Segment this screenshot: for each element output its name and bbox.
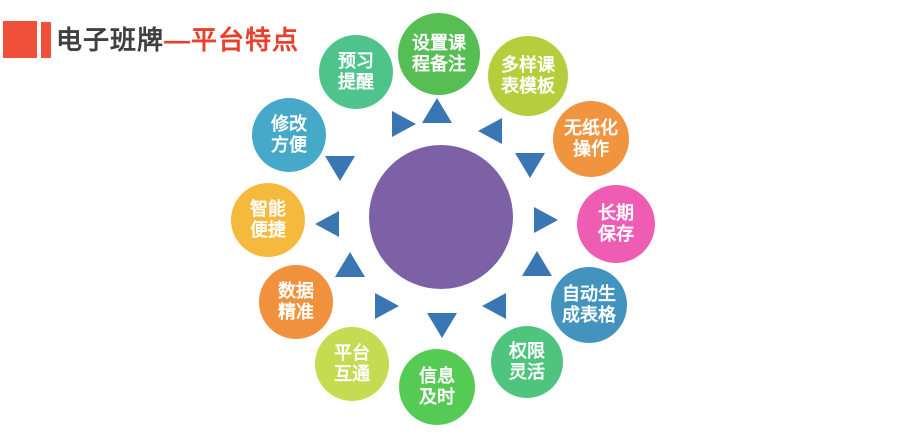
connector-arrow-down xyxy=(325,155,355,181)
feature-node-platform-interoperability: 平台互通 xyxy=(315,327,389,401)
feature-node-label-line: 平台 xyxy=(334,343,370,363)
feature-node-paperless-operation: 无纸化操作 xyxy=(553,101,629,177)
page-title-accent: —平台特点 xyxy=(164,25,300,55)
feature-node-label-line: 精准 xyxy=(278,302,314,322)
feature-node-label-line: 信息 xyxy=(419,366,455,386)
page-title: 电子班牌—平台特点 xyxy=(56,20,299,60)
feature-node-label-line: 预习 xyxy=(338,51,374,71)
feature-node-label-line: 操作 xyxy=(573,139,609,159)
title-accent-square xyxy=(3,21,37,58)
feature-node-long-term-storage: 长期保存 xyxy=(577,185,655,263)
connector-arrow-right xyxy=(534,207,558,233)
feature-node-set-course-notes: 设置课程备注 xyxy=(398,13,480,95)
connector-arrow-up xyxy=(422,97,452,123)
connector-arrow-down xyxy=(515,152,545,178)
connector-arrow-left xyxy=(482,293,506,319)
feature-node-label-line: 智能 xyxy=(250,199,286,219)
feature-node-label-line: 方便 xyxy=(271,135,307,155)
feature-node-label-line: 权限 xyxy=(509,341,545,361)
feature-node-label-line: 便捷 xyxy=(250,220,286,240)
feature-node-label-line: 成表格 xyxy=(562,305,616,325)
feature-node-label-line: 无纸化 xyxy=(564,118,618,138)
feature-node-preview-reminder: 预习提醒 xyxy=(319,35,393,109)
feature-node-easy-modification: 修改方便 xyxy=(252,98,326,172)
page-title-primary: 电子班牌 xyxy=(56,25,165,55)
feature-node-label-line: 灵活 xyxy=(509,362,545,382)
feature-node-label-line: 表模板 xyxy=(501,76,555,96)
feature-node-label-line: 数据 xyxy=(278,281,314,301)
connector-arrow-left xyxy=(478,118,502,144)
connector-arrow-up xyxy=(522,250,552,276)
feature-node-label-line: 及时 xyxy=(419,387,455,407)
connector-arrow-right xyxy=(375,293,399,319)
feature-node-flexible-permissions: 权限灵活 xyxy=(491,326,563,398)
feature-node-label-line: 自动生 xyxy=(562,284,616,304)
feature-node-label-line: 修改 xyxy=(271,114,307,134)
feature-node-label-line: 提醒 xyxy=(338,72,374,92)
connector-arrow-up xyxy=(335,251,365,277)
feature-node-label-line: 互通 xyxy=(334,364,370,384)
feature-node-label-line: 多样课 xyxy=(501,55,555,75)
feature-node-diverse-timetable-templates: 多样课表模板 xyxy=(488,36,568,116)
connector-arrow-right xyxy=(392,111,416,137)
center-circle xyxy=(369,145,513,289)
connector-arrow-left xyxy=(315,211,339,237)
feature-node-label-line: 长期 xyxy=(598,203,634,223)
feature-node-label-line: 程备注 xyxy=(412,54,466,74)
feature-node-label-line: 设置课 xyxy=(412,33,466,53)
feature-node-smart-convenient: 智能便捷 xyxy=(231,183,305,257)
feature-node-auto-generate-tables: 自动生成表格 xyxy=(551,267,627,343)
title-accent-bar xyxy=(41,22,51,58)
connector-arrow-down xyxy=(427,312,457,338)
feature-node-accurate-data: 数据精准 xyxy=(259,265,333,339)
feature-node-label-line: 保存 xyxy=(598,224,634,244)
feature-node-timely-information: 信息及时 xyxy=(399,349,475,425)
